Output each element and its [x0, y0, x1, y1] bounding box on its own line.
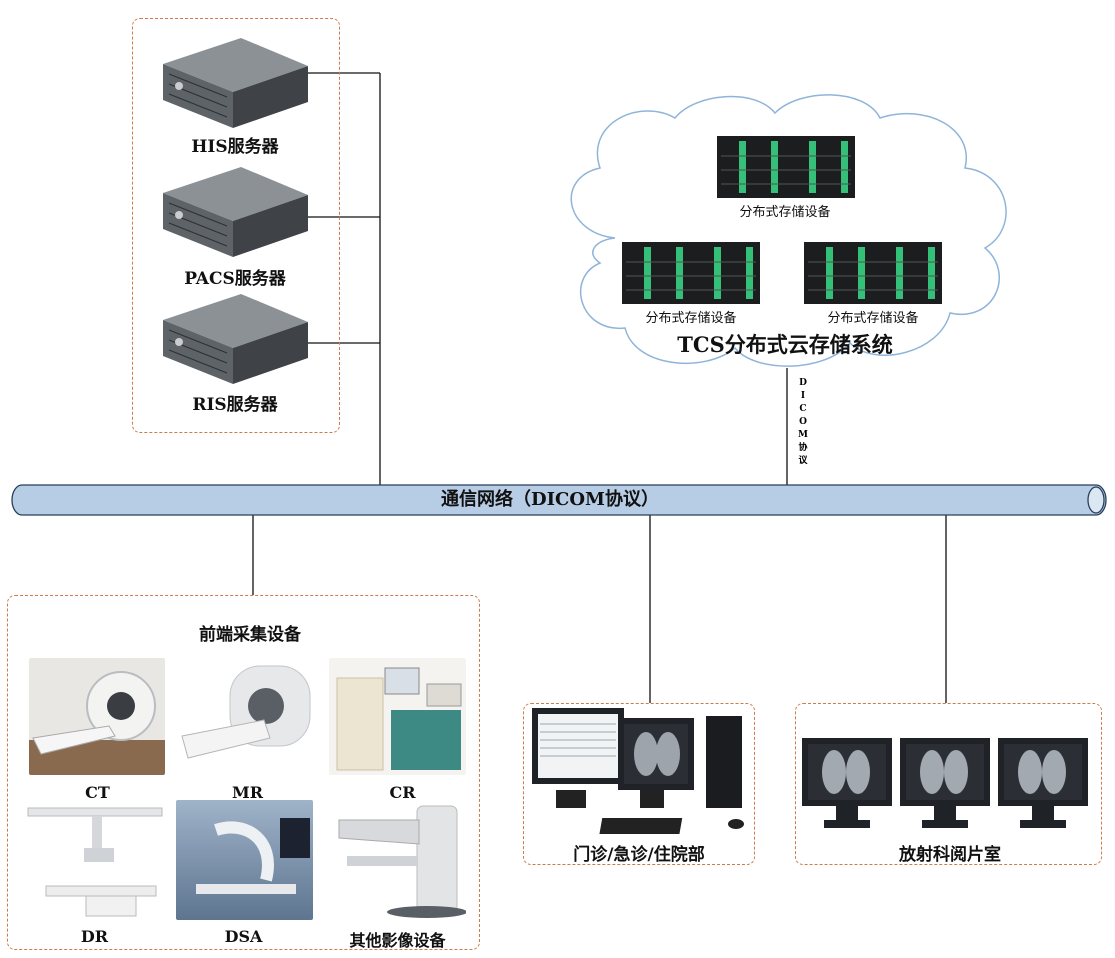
mr-label: MR [231, 783, 263, 802]
server-group [132, 18, 340, 433]
ct-scanner-image [29, 658, 165, 775]
radiology-label: 放射科阅片室 [899, 845, 1001, 865]
cloud-title: TCS分布式云存储系统 [677, 332, 893, 357]
dr-label: DR [80, 927, 109, 946]
storage-label-top: 分布式存储设备 [739, 205, 831, 220]
dsa-label: DSA [224, 927, 263, 946]
other-device-label: 其他影像设备 [349, 931, 446, 950]
frontend-title: 前端采集设备 [199, 625, 301, 645]
cr-label: CR [389, 783, 416, 802]
radiology-monitors-icon [802, 738, 1088, 828]
dicom-link-label: D I C O M 协 议 [798, 378, 808, 466]
ris-server-icon [163, 294, 308, 384]
ct-label: CT [85, 783, 110, 802]
clinic-group [523, 703, 755, 865]
storage-device-left-icon [622, 242, 760, 304]
cr-scanner-image [329, 658, 466, 775]
storage-label-right: 分布式存储设备 [827, 311, 919, 326]
his-server-icon [163, 38, 308, 128]
clinic-label: 门诊/急诊/住院部 [573, 845, 705, 865]
storage-device-right-icon [804, 242, 942, 304]
ris-server-label: RIS服务器 [192, 395, 278, 415]
network-pipe [11, 484, 1107, 516]
pacs-server-icon [163, 167, 308, 257]
dr-scanner-image [26, 800, 164, 920]
radiology-group [795, 703, 1102, 865]
mr-scanner-image [178, 658, 316, 775]
other-imaging-device-image [327, 800, 466, 920]
storage-label-left: 分布式存储设备 [645, 311, 737, 326]
network-label: 通信网络（DICOM协议） [441, 489, 659, 510]
dsa-scanner-image [176, 800, 313, 920]
his-server-label: HIS服务器 [191, 137, 279, 157]
pacs-server-label: PACS服务器 [184, 269, 286, 289]
clinic-workstation-icon [532, 708, 744, 834]
storage-device-top-icon [717, 136, 855, 198]
frontend-group [7, 595, 480, 950]
